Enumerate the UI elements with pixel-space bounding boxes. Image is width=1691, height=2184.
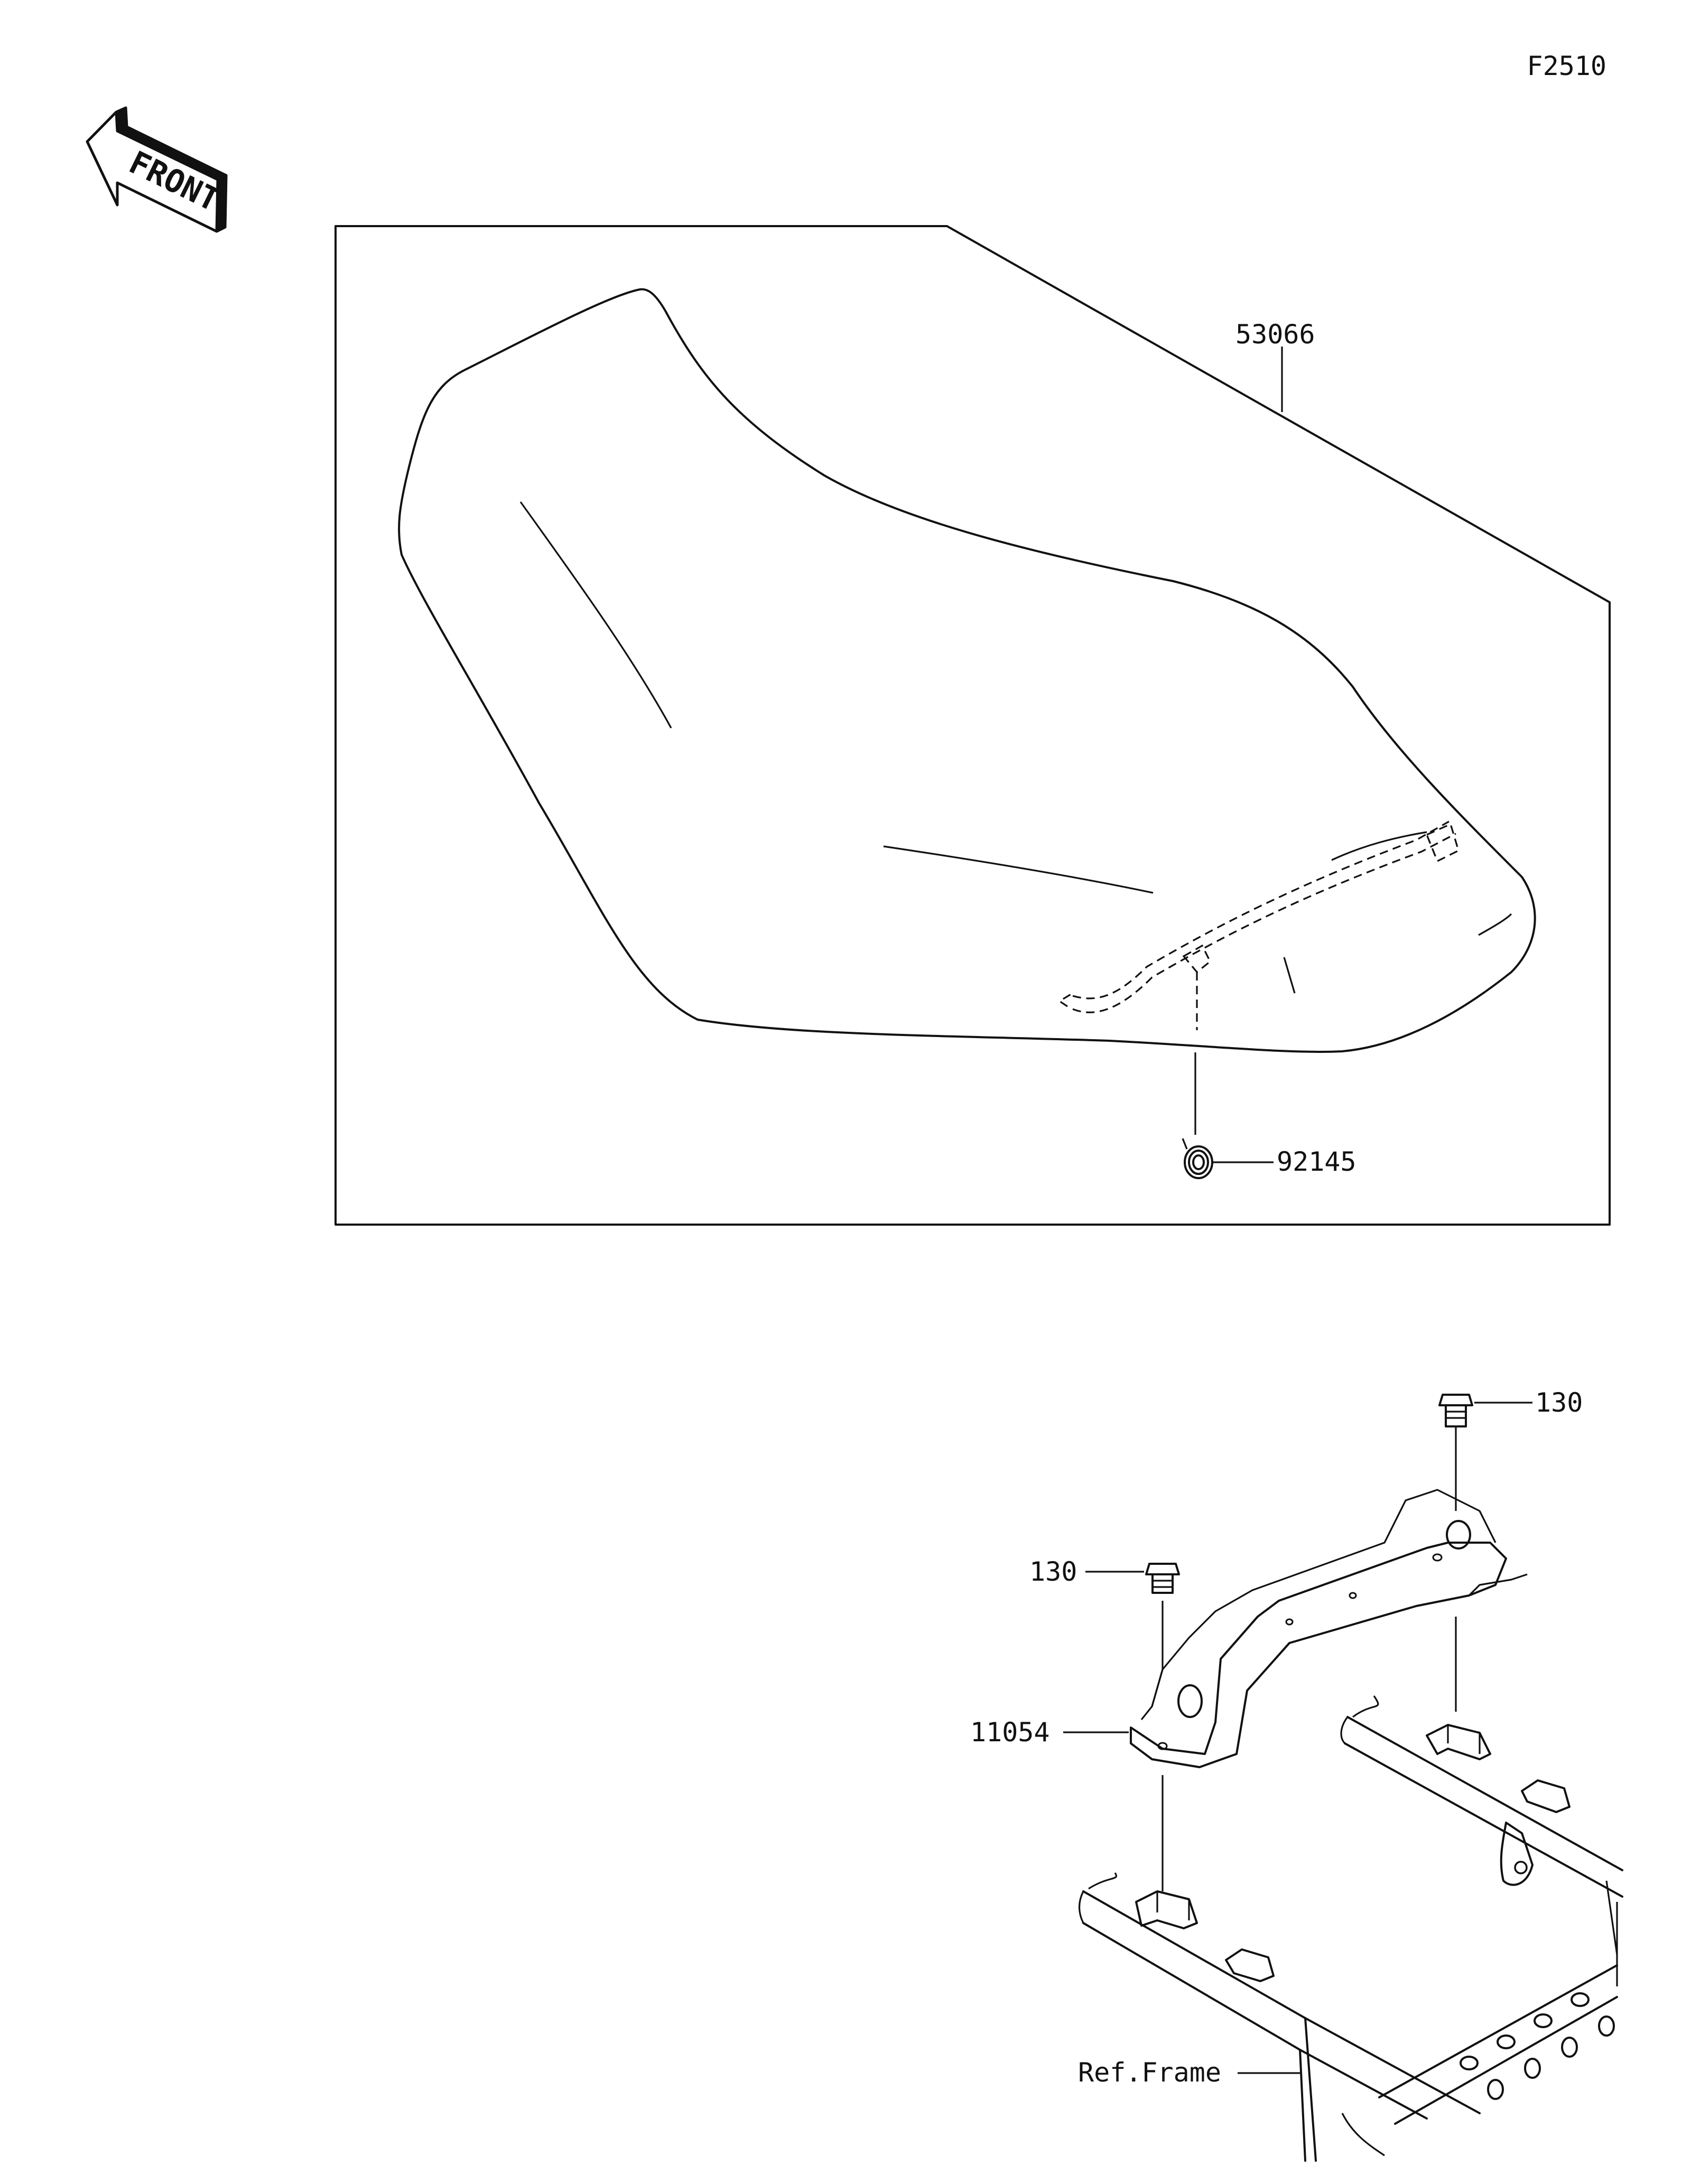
callout-11054: 11054 (970, 1717, 1050, 1748)
seat-drawing (398, 288, 1536, 1053)
front-arrow-icon: FRONT (86, 106, 228, 233)
callout-130-right: 130 (1535, 1387, 1583, 1418)
bolt-icon (1438, 1394, 1532, 1511)
callout-ref-frame: Ref.Frame (1078, 2057, 1221, 2088)
callout-53066: 53066 (1235, 319, 1315, 350)
seat-assembly-box (335, 225, 1611, 1226)
seat-bracket-drawing (1063, 1489, 1528, 1768)
callout-92145: 92145 (1277, 1146, 1356, 1177)
callout-130-left: 130 (1029, 1556, 1077, 1587)
diagram-code: F2510 (1527, 51, 1606, 81)
spring-icon (1182, 1052, 1274, 1179)
frame-reference-drawing (1078, 1695, 1623, 2162)
bolt-icon (1085, 1563, 1180, 1669)
